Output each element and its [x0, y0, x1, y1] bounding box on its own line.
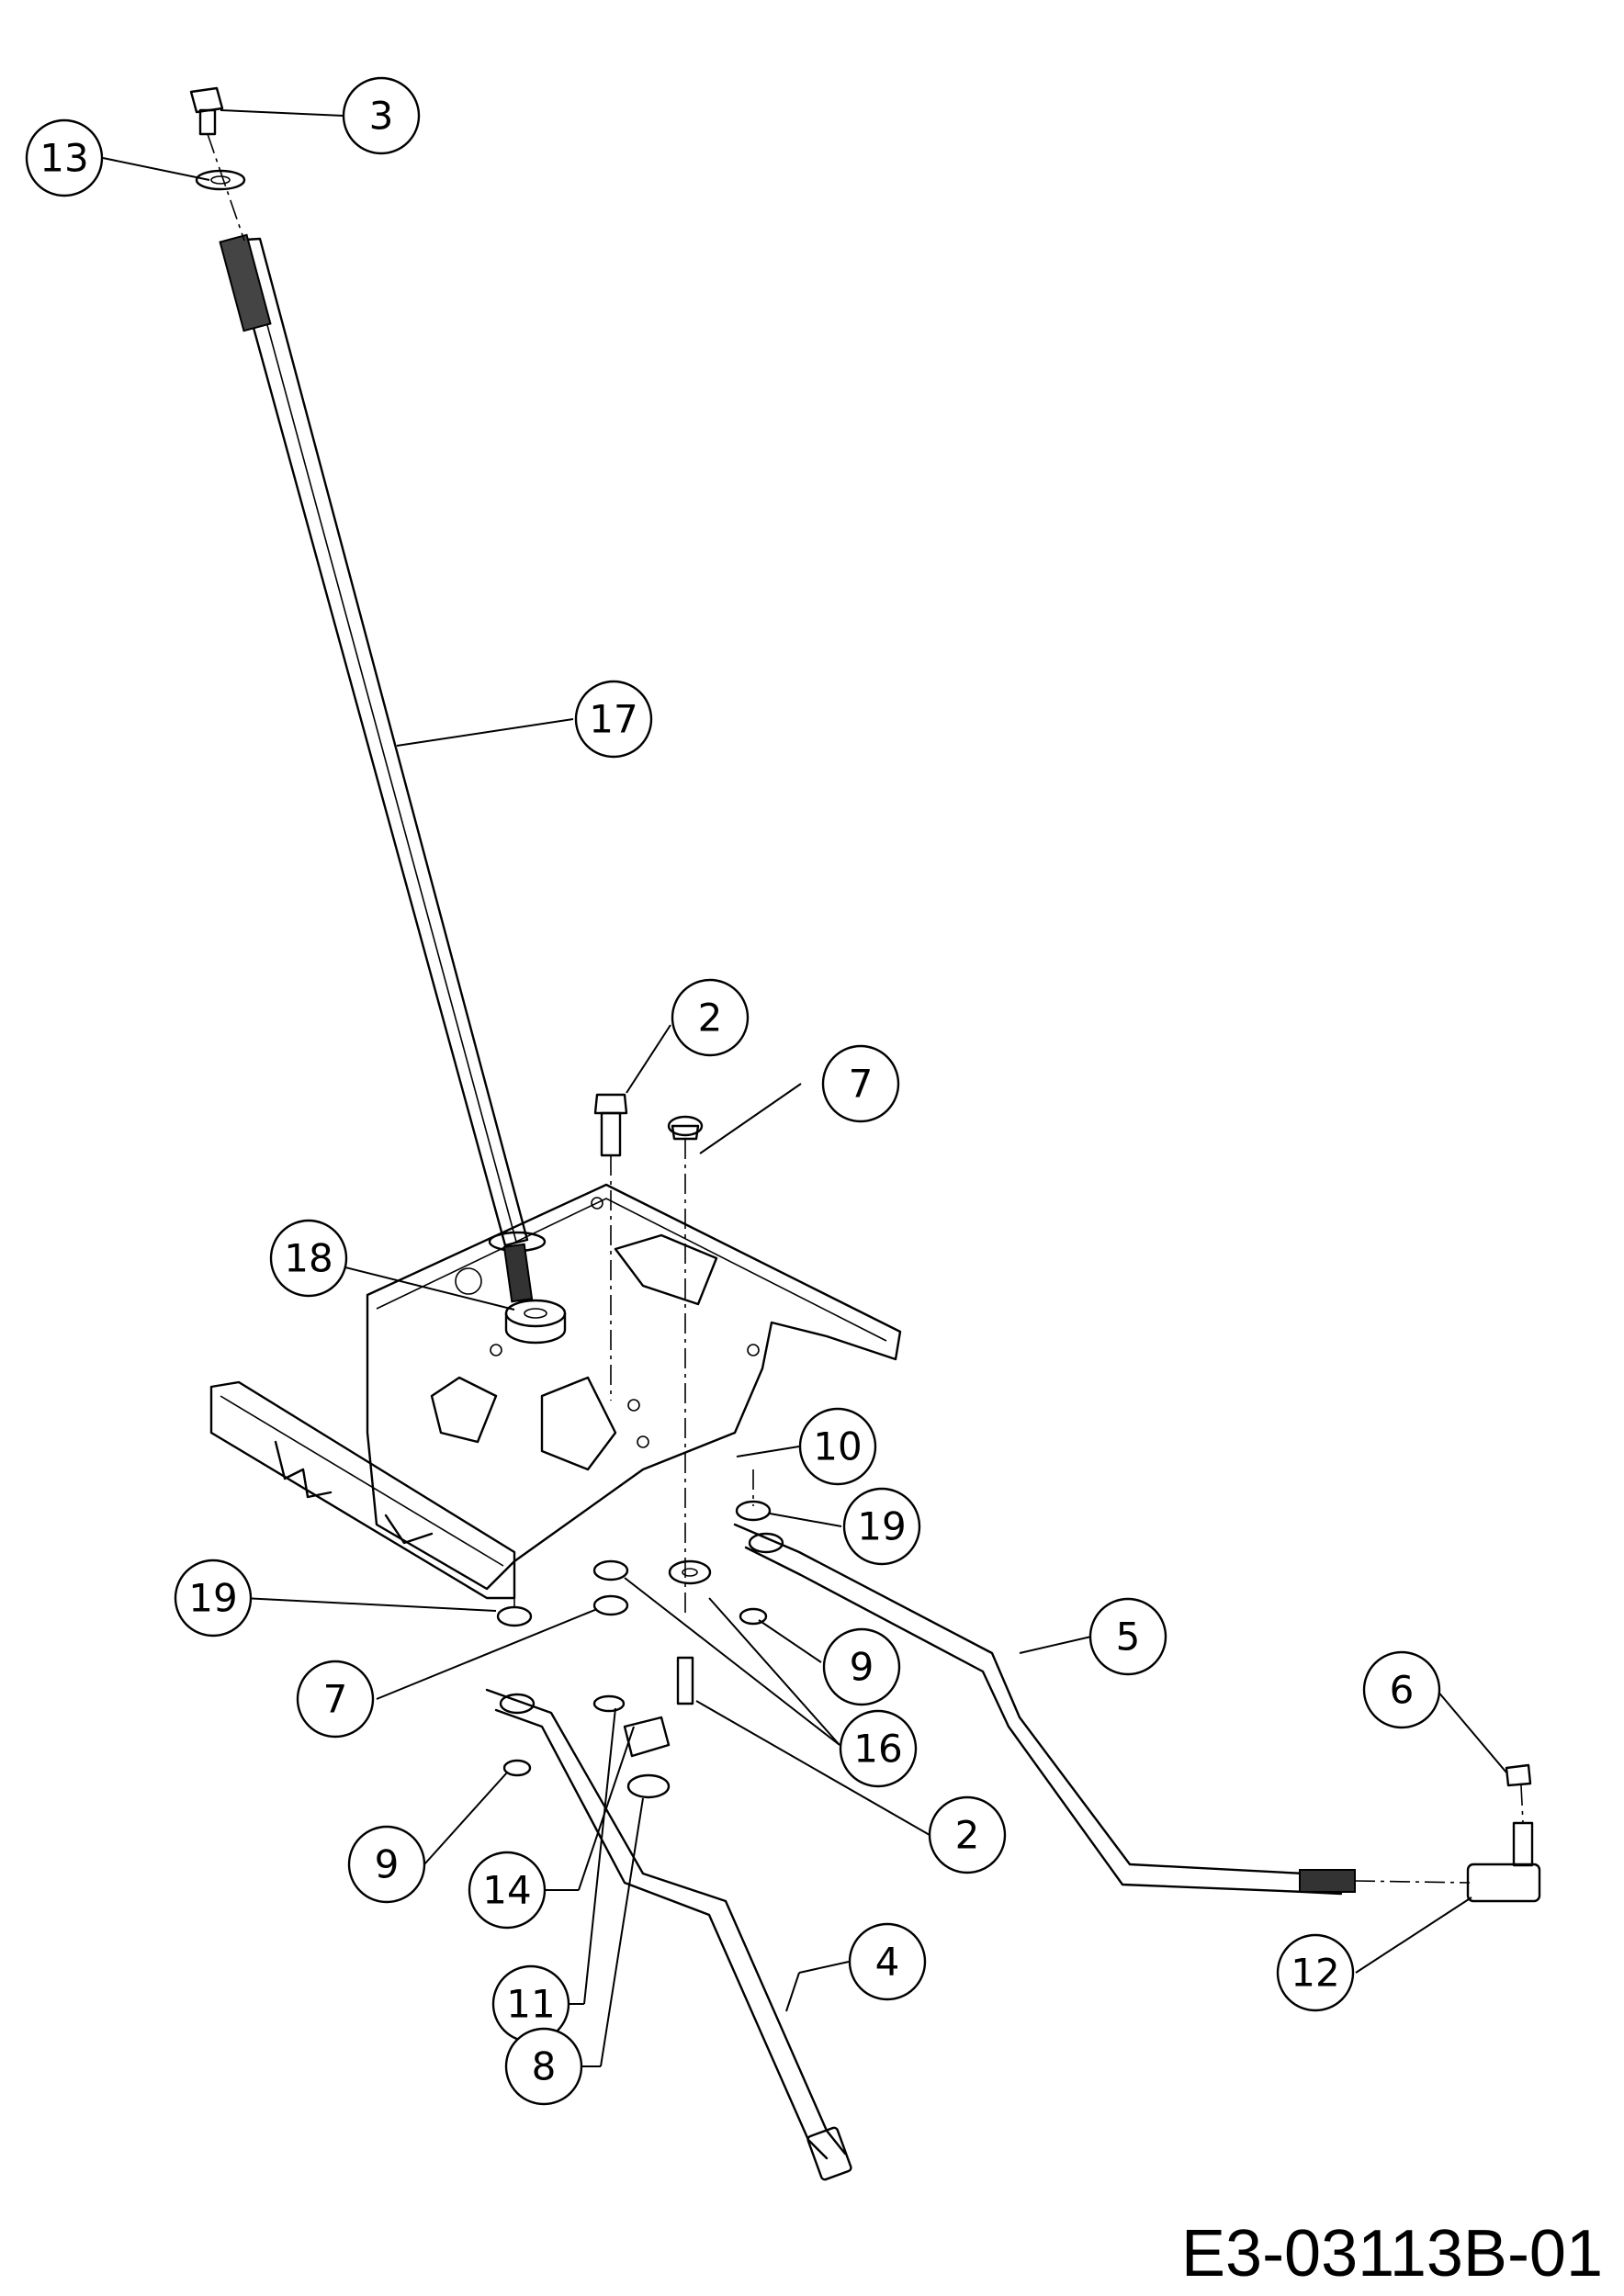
callout-18: 18	[269, 1219, 348, 1298]
callout-9-right: 9	[822, 1627, 901, 1706]
steering-shaft	[219, 233, 547, 1303]
svg-text:16: 16	[853, 1727, 902, 1772]
callout-7-upper: 7	[821, 1044, 900, 1123]
bushing	[504, 1299, 567, 1345]
callout-10: 10	[798, 1407, 877, 1486]
svg-text:9: 9	[375, 1842, 400, 1887]
callout-19-right: 19	[842, 1487, 921, 1566]
callout-7-lower: 7	[296, 1660, 375, 1739]
callout-9-left: 9	[347, 1825, 426, 1904]
svg-text:12: 12	[1291, 1951, 1339, 1996]
callout-11: 11	[491, 1964, 570, 2043]
tie-rod-end	[1466, 1763, 1541, 1903]
svg-text:7: 7	[849, 1062, 874, 1107]
callout-13: 13	[25, 118, 104, 197]
svg-text:6: 6	[1390, 1668, 1415, 1713]
svg-text:11: 11	[506, 1982, 555, 2027]
callout-4: 4	[848, 1922, 927, 2001]
callout-17: 17	[574, 680, 653, 759]
svg-text:5: 5	[1116, 1615, 1141, 1660]
callout-6: 6	[1362, 1650, 1441, 1729]
svg-text:17: 17	[589, 697, 637, 742]
drawing-code: E3-03113B-01	[1181, 2217, 1603, 2290]
svg-text:2: 2	[698, 996, 723, 1041]
svg-text:3: 3	[369, 94, 394, 139]
svg-text:2: 2	[955, 1813, 980, 1858]
flange-nut-upper	[667, 1115, 704, 1616]
svg-text:14: 14	[482, 1868, 531, 1913]
svg-text:10: 10	[813, 1424, 862, 1469]
svg-text:8: 8	[532, 2044, 557, 2089]
svg-text:7: 7	[323, 1677, 348, 1722]
plate-bolt-upper	[593, 1093, 628, 1401]
svg-text:19: 19	[188, 1576, 237, 1621]
svg-text:13: 13	[39, 136, 88, 181]
svg-text:4: 4	[875, 1940, 900, 1985]
leader-lines	[102, 109, 1507, 2067]
lower-hardware	[496, 1469, 772, 1799]
callout-12: 12	[1276, 1933, 1355, 2012]
steering-plate	[209, 1183, 902, 1600]
top-bolt	[189, 86, 246, 242]
callout-19-left: 19	[174, 1559, 253, 1638]
callout-16: 16	[839, 1709, 918, 1788]
drag-link-left	[485, 1688, 852, 2181]
svg-text:19: 19	[857, 1504, 906, 1549]
svg-text:18: 18	[284, 1236, 333, 1281]
drag-link-right	[733, 1523, 1471, 1896]
callout-3: 3	[342, 76, 421, 155]
callout-5: 5	[1088, 1597, 1167, 1676]
callout-2-upper: 2	[671, 978, 750, 1057]
svg-text:9: 9	[850, 1645, 874, 1690]
callout-14: 14	[468, 1851, 547, 1930]
callout-8: 8	[504, 2027, 583, 2106]
callout-2-lower: 2	[928, 1795, 1007, 1874]
